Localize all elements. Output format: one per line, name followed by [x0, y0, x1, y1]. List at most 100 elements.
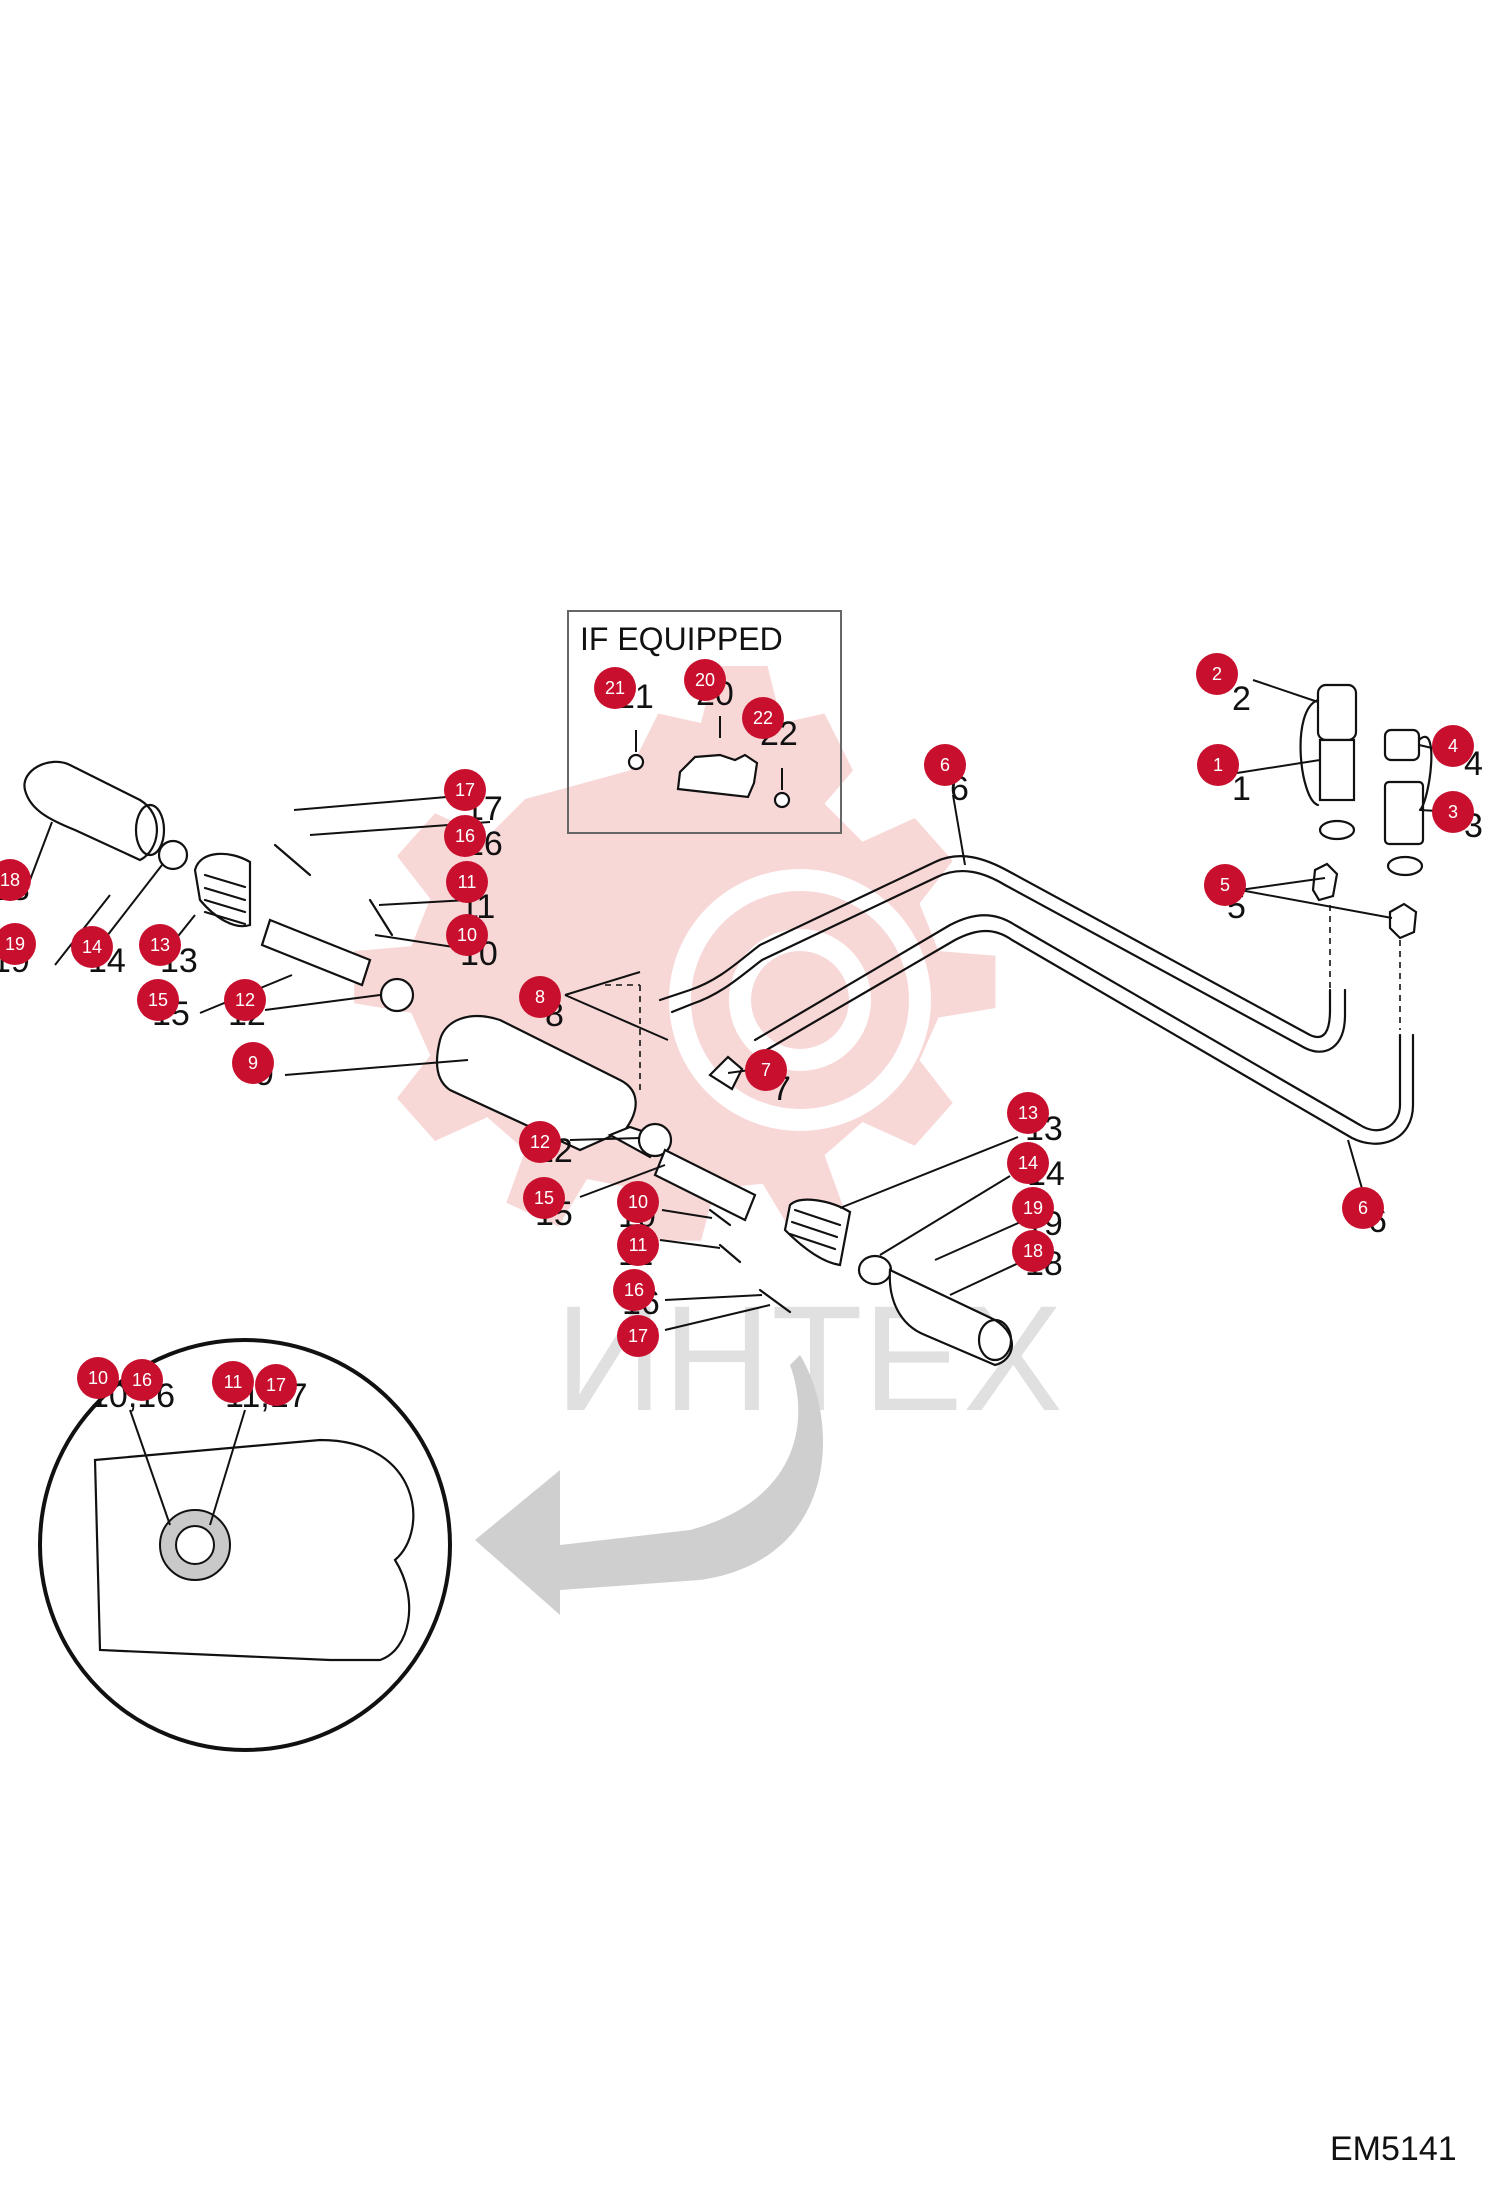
callout-22: 22 [742, 697, 784, 739]
callout-12: 12 [224, 979, 266, 1021]
coupler-parts [1299, 683, 1433, 1030]
left-sleeve-group [23, 760, 415, 1013]
callout-marker-icon [0, 859, 31, 901]
callout-marker-icon [232, 1042, 274, 1084]
callout-marker-icon [444, 769, 486, 811]
callout-10: 10 [446, 914, 488, 956]
callout-marker-icon [617, 1181, 659, 1223]
callout-label: 21 [605, 678, 625, 698]
callout-marker-icon [684, 659, 726, 701]
callout-15: 15 [523, 1177, 565, 1219]
callout-marker-icon [613, 1269, 655, 1311]
callout-3: 3 [1432, 791, 1474, 833]
callout-20: 20 [684, 659, 726, 701]
hydraulic-tubes [658, 855, 1415, 1145]
callout-7: 7 [745, 1049, 787, 1091]
callout-marker-icon [137, 979, 179, 1021]
callout-marker-icon [77, 1357, 119, 1399]
callout-10: 10 [617, 1181, 659, 1223]
callout-marker-icon [519, 976, 561, 1018]
callout-label: 5 [1220, 875, 1230, 895]
callout-label: 13 [1018, 1103, 1038, 1123]
callout-label: 9 [248, 1053, 258, 1073]
callout-label: 7 [761, 1060, 771, 1080]
if-equipped-title: IF EQUIPPED [580, 621, 783, 657]
callout-9: 9 [232, 1042, 274, 1084]
callout-marker-icon [444, 815, 486, 857]
callout-label: 10 [88, 1368, 108, 1388]
callout-2: 2 [1196, 653, 1238, 695]
callout-16: 16 [121, 1359, 163, 1401]
callout-marker-icon [224, 979, 266, 1021]
callout-6: 6 [924, 744, 966, 786]
callout-label: 3 [1448, 802, 1458, 822]
callout-label: 4 [1448, 736, 1458, 756]
right-sleeve-group [653, 1148, 1013, 1367]
callout-marker-icon [1012, 1187, 1054, 1229]
callout-16: 16 [613, 1269, 655, 1311]
callout-marker-icon [121, 1359, 163, 1401]
callout-label: 2 [1212, 664, 1222, 684]
callout-12: 12 [519, 1121, 561, 1163]
callout-label: 15 [534, 1188, 554, 1208]
callout-11: 11 [212, 1361, 254, 1403]
callout-marker-icon [924, 744, 966, 786]
callout-16: 16 [444, 815, 486, 857]
callout-marker-icon [1432, 791, 1474, 833]
callout-1: 1 [1197, 744, 1239, 786]
leader-lines [29, 679, 1456, 1331]
callout-11: 11 [446, 861, 488, 903]
callout-marker-icon [71, 926, 113, 968]
callout-label: 19 [1023, 1198, 1043, 1218]
callout-marker-icon [1197, 744, 1239, 786]
callout-label: 6 [1358, 1198, 1368, 1218]
callout-17: 17 [617, 1315, 659, 1357]
callout-label: 17 [266, 1375, 286, 1395]
callout-label: 8 [535, 987, 545, 1007]
callout-marker-icon [212, 1361, 254, 1403]
callout-marker-icon [617, 1315, 659, 1357]
callout-label: 18 [1023, 1241, 1043, 1261]
callout-19: 19 [1012, 1187, 1054, 1229]
callout-label: 16 [132, 1370, 152, 1390]
callout-marker-icon [617, 1224, 659, 1266]
callout-label: 20 [695, 670, 715, 690]
cylinder-body [435, 984, 673, 1159]
callout-label: 6 [940, 755, 950, 775]
callout-marker-icon [742, 697, 784, 739]
callout-8: 8 [519, 976, 561, 1018]
print-number: 1 [1232, 770, 1251, 808]
callout-marker-icon [1007, 1092, 1049, 1134]
callout-marker-icon [1204, 864, 1246, 906]
callout-label: 10 [628, 1192, 648, 1212]
callout-marker-icon [594, 667, 636, 709]
callout-label: 15 [148, 990, 168, 1010]
callout-11: 11 [617, 1224, 659, 1266]
callout-6: 6 [1342, 1187, 1384, 1229]
callout-19: 19 [0, 923, 36, 965]
callout-label: 22 [753, 708, 773, 728]
callout-label: 17 [455, 780, 475, 800]
callout-marker-icon [139, 924, 181, 966]
callout-marker-icon [255, 1364, 297, 1406]
callout-17: 17 [255, 1364, 297, 1406]
callout-marker-icon [523, 1177, 565, 1219]
detail-view [38, 1338, 452, 1752]
callout-15: 15 [137, 979, 179, 1021]
callout-label: 17 [628, 1326, 648, 1346]
callout-10: 10 [77, 1357, 119, 1399]
callout-marker-icon [1196, 653, 1238, 695]
callout-label: 19 [5, 934, 25, 954]
callout-label: 11 [224, 1372, 243, 1392]
callout-marker-icon [1012, 1230, 1054, 1272]
callout-label: 14 [1018, 1153, 1038, 1173]
callout-label: 11 [458, 872, 477, 892]
callout-label: 11 [629, 1235, 648, 1255]
callout-5: 5 [1204, 864, 1246, 906]
callout-label: 16 [624, 1280, 644, 1300]
callout-14: 14 [71, 926, 113, 968]
callout-marker-icon [1007, 1142, 1049, 1184]
callout-label: 18 [0, 870, 20, 890]
arrow-icon [475, 1355, 824, 1615]
